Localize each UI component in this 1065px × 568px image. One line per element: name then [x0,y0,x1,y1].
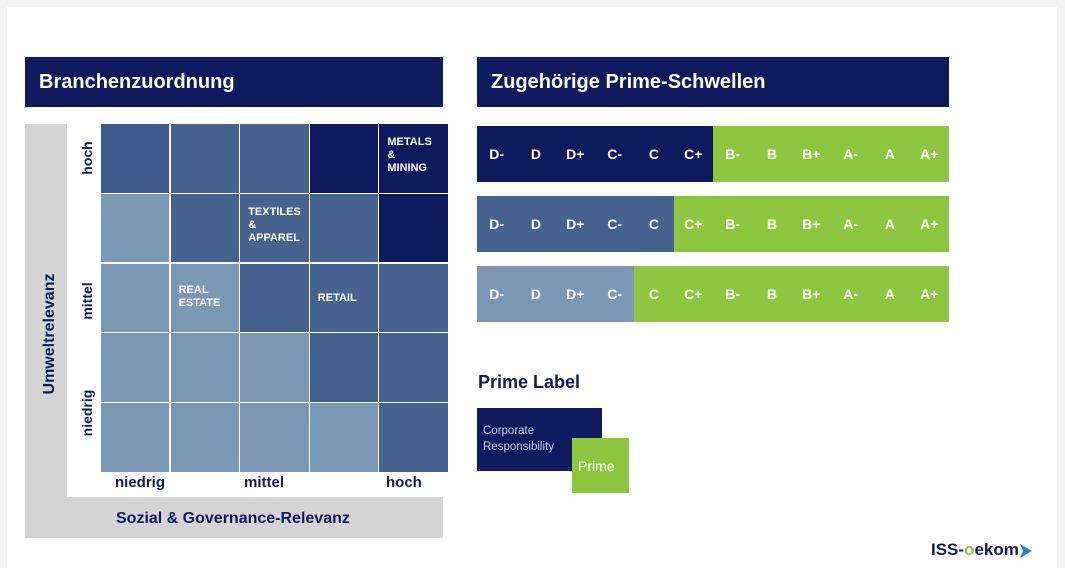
grade-cell: C+ [673,126,713,182]
iss-oekom-logo: ISS-oekom [931,540,1032,560]
matrix-cell-r1-c2 [170,124,239,193]
matrix-cell-r2-c4 [309,193,379,263]
sector-label: METALS & MINING [387,136,432,174]
matrix-cell-r3-c5 [379,263,448,333]
matrix-cell-r4-c4 [309,333,379,402]
grade-cell: D+ [555,126,595,182]
grade-cell: A- [830,266,871,322]
industry-assignment-header: Branchenzuordnung [25,57,443,107]
x-tick-hoch: hoch [386,474,422,491]
matrix-cell-r3-c3 [240,263,309,333]
grade-cell: D- [477,126,517,182]
grade-cell: B [752,266,792,322]
prime-thresholds-title: Zugehörige Prime-Schwellen [491,70,766,93]
grade-cell: A [870,196,910,252]
prime-badge-text: Prime [578,458,615,474]
matrix-cell-r5-c4 [309,403,379,472]
grade-cell: D- [477,196,517,252]
grade-cell: C [634,126,674,182]
logo-arrow-icon [1019,543,1032,558]
grade-cell: A+ [909,196,949,252]
grade-cell: B- [712,266,753,322]
grade-cell: B+ [791,266,831,322]
sector-label: RETAIL [317,291,357,304]
grade-cell: D [516,266,556,322]
grade-cell: B [752,196,792,252]
sector-label: REAL ESTATE [178,283,221,309]
matrix-cell-r4-c5 [379,333,448,402]
grade-cell: D+ [555,266,595,322]
grade-cell: B- [712,196,753,252]
matrix-cell-r1-c1 [101,124,170,193]
logo-part-o: o [964,540,975,559]
grade-cell: A [870,266,910,322]
industry-assignment-title: Branchenzuordnung [39,70,235,93]
grade-cell: B [752,126,792,182]
y-tick-mittel: mittel [79,282,95,320]
x-axis-label: Sozial & Governance-Relevanz [116,510,350,527]
grade-cell: C [634,266,674,322]
matrix-cell-r1-c5: METALS & MINING [379,124,448,193]
grade-cell: C- [594,126,635,182]
x-tick-niedrig: niedrig [115,474,166,491]
x-tick-mittel: mittel [244,474,285,491]
matrix-cell-r4-c3 [240,333,309,402]
grade-cell: C+ [673,266,713,322]
grade-cell: A+ [909,126,949,182]
matrix-cell-r2-c1 [101,193,170,263]
matrix-cell-r5-c1 [101,403,170,472]
prime-label-text: Corporate Responsibility [483,425,554,453]
grade-cell: B+ [791,126,831,182]
matrix-cell-r2-c3: TEXTILES & APPAREL [240,193,309,263]
grade-cell: C+ [673,196,713,252]
y-tick-niedrig: niedrig [79,389,95,437]
matrix-cell-r1-c4 [309,124,379,193]
matrix-cell-r3-c1 [101,263,170,333]
matrix-cell-r2-c2 [170,193,239,263]
matrix-cell-r4-c2 [170,333,239,402]
prime-thresholds-header: Zugehörige Prime-Schwellen [477,57,949,107]
grade-cell: D- [477,266,517,322]
matrix-cell-r5-c3 [240,403,309,472]
logo-part-ekom: ekom [974,540,1019,559]
matrix-cell-r3-c4: RETAIL [309,263,379,333]
grade-cell: C- [594,196,635,252]
matrix-cell-r4-c1 [101,333,170,402]
y-tick-hoch: hoch [79,141,95,175]
y-axis-label: Umweltrelevanz [41,273,58,395]
grade-cell: A- [830,126,871,182]
matrix-cell-r5-c2 [170,403,239,472]
prime-badge: Prime [572,438,629,493]
matrix-cell-r2-c5 [379,193,448,263]
grade-cell: A- [830,196,871,252]
grade-cell: B+ [791,196,831,252]
prime-label-title: Prime Label [478,372,581,392]
logo-part-iss: ISS- [931,540,965,559]
grade-cell: A [870,126,910,182]
grade-cell: D+ [555,196,595,252]
grade-cell: A+ [909,266,949,322]
grade-cell: C- [594,266,635,322]
matrix-cell-r1-c3 [240,124,309,193]
grade-cell: D [516,196,556,252]
matrix-cell-r5-c5 [379,403,448,472]
grade-cell: B- [712,126,753,182]
sector-label: TEXTILES & APPAREL [248,205,301,244]
grade-cell: C [634,196,674,252]
grade-cell: D [516,126,556,182]
matrix-cell-r3-c2: REAL ESTATE [170,263,239,333]
